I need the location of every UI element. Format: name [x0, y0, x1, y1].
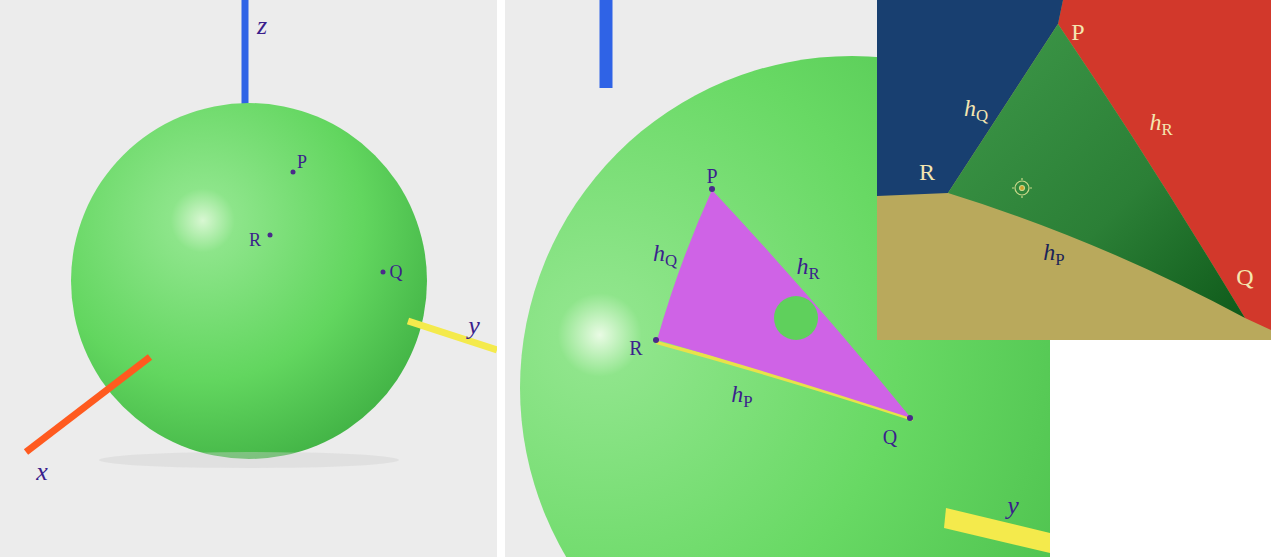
point-label: R	[249, 231, 261, 249]
point-label: R	[919, 160, 935, 184]
point-label: R	[629, 338, 642, 358]
edge-label: hQ	[653, 241, 677, 270]
point-label: y	[1007, 493, 1019, 519]
point-label: P	[1071, 20, 1084, 44]
edge-label: hR	[796, 254, 819, 283]
point-label: Q	[883, 427, 897, 447]
inset-map	[877, 0, 1271, 340]
point-label: y	[468, 313, 480, 339]
point-label: P	[297, 153, 307, 171]
edge-label: hQ	[964, 96, 988, 125]
edge-label: hP	[731, 382, 752, 411]
point-label: x	[36, 459, 48, 485]
edge-label: hR	[1149, 110, 1172, 139]
point-label: Q	[1236, 265, 1253, 289]
edge-label: hP	[1043, 240, 1064, 269]
point-label: Q	[390, 263, 403, 281]
overview-panel	[0, 0, 497, 557]
point-label: z	[257, 13, 267, 39]
point-label: P	[706, 166, 717, 186]
